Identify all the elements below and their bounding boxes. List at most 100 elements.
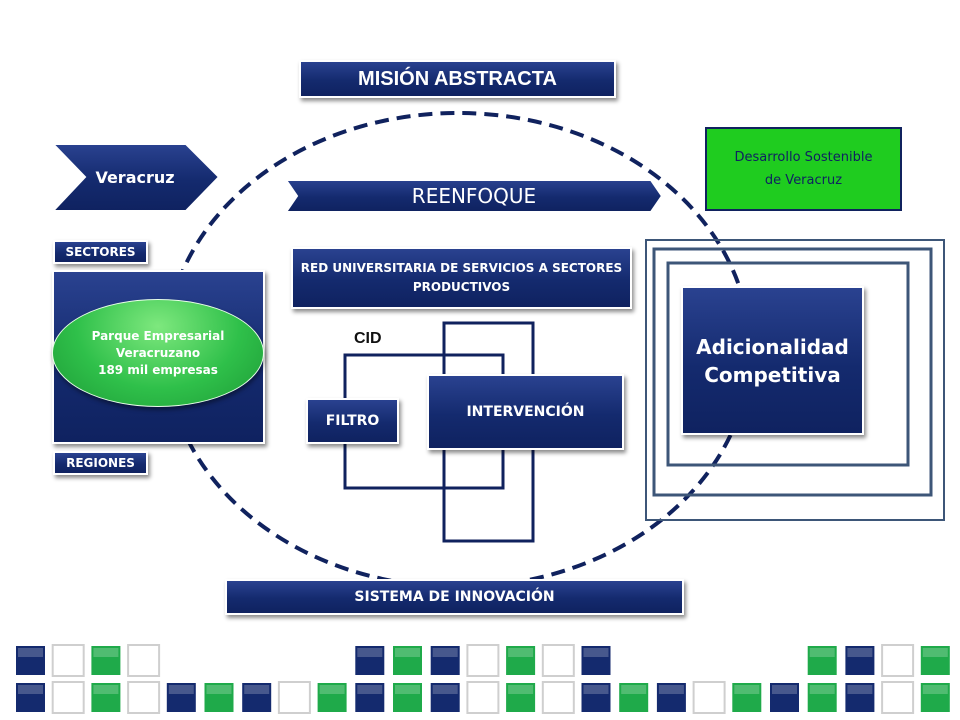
footer-tile-green <box>89 681 123 714</box>
footer-tile-white <box>466 644 500 677</box>
footer-tile-highlight <box>809 685 835 694</box>
footer-tile-navy <box>843 644 877 677</box>
footer-tile-navy <box>353 681 387 714</box>
footer-tile-highlight <box>281 685 307 694</box>
footer-tile-navy <box>164 681 198 714</box>
adicionalidad-box: Adicionalidad Competitiva <box>681 286 864 435</box>
footer-tile-white <box>881 644 915 677</box>
footer-tile-white <box>541 644 575 677</box>
desarrollo-line-1: Desarrollo Sostenible <box>734 150 873 165</box>
footer-tile-highlight <box>319 685 345 694</box>
footer-tile-highlight <box>885 648 911 657</box>
footer-tile-highlight <box>809 648 835 657</box>
sistema-innovacion-box: SISTEMA DE INNOVACIÓN <box>225 579 684 615</box>
footer-tile-green <box>918 681 952 714</box>
footer-tile-highlight <box>18 685 43 694</box>
footer-tile-highlight <box>131 648 157 657</box>
footer-tile-navy <box>428 644 462 677</box>
outer-frame <box>645 239 945 521</box>
footer-tile-highlight <box>432 648 458 657</box>
parque-line-3: 189 mil empresas <box>98 362 218 377</box>
reenfoque-label: REENFOQUE <box>411 184 537 208</box>
footer-tile-navy <box>14 644 47 677</box>
footer-tile-highlight <box>357 685 383 694</box>
footer-tile-highlight <box>55 685 81 694</box>
footer-tile-highlight <box>18 648 43 657</box>
footer-tile-green <box>918 644 952 677</box>
red-universitaria-box: RED UNIVERSITARIA DE SERVICIOS A SECTORE… <box>291 247 632 309</box>
footer-tile-highlight <box>244 685 270 694</box>
footer-tile-highlight <box>168 685 194 694</box>
footer-tile-highlight <box>508 685 534 694</box>
cid-label: CID <box>354 330 382 347</box>
footer-tile-highlight <box>545 685 571 694</box>
footer-tile-navy <box>768 681 801 714</box>
footer-tile-highlight <box>772 685 797 694</box>
footer-tile-navy <box>353 644 387 677</box>
footer-tile-highlight <box>658 685 684 694</box>
footer-tile-highlight <box>583 685 609 694</box>
footer-tile-highlight <box>847 685 873 694</box>
footer-tile-highlight <box>395 648 420 657</box>
footer-tile-highlight <box>583 648 609 657</box>
footer-tile-highlight <box>93 648 119 657</box>
footer-tile-green <box>730 681 764 714</box>
footer-tile-highlight <box>432 685 458 694</box>
red-line-1: RED UNIVERSITARIA DE SERVICIOS A SECTORE… <box>300 261 623 275</box>
footer-tile-white <box>881 681 915 714</box>
footer-tile-navy <box>843 681 877 714</box>
footer-tile-highlight <box>545 648 571 657</box>
footer-tile-green <box>89 644 123 677</box>
footer-tile-white <box>541 681 575 714</box>
footer-tile-highlight <box>206 685 232 694</box>
mision-label: MISIÓN ABSTRACTA <box>358 67 557 90</box>
filtro-box: FILTRO <box>306 398 399 444</box>
parque-line-1: Parque Empresarial <box>91 328 225 343</box>
footer-tile-highlight <box>696 685 722 694</box>
adicionalidad-line-1: Adicionalidad <box>696 334 849 359</box>
footer-tile-green <box>504 644 538 677</box>
footer-tile-white <box>466 681 500 714</box>
regiones-label: REGIONES <box>66 456 135 470</box>
footer-tile-navy <box>428 681 462 714</box>
footer-tile-white <box>127 681 161 714</box>
inner-frame <box>666 261 910 467</box>
footer-tile-green <box>805 644 839 677</box>
footer-tile-highlight <box>922 685 948 694</box>
footer-tile-green <box>202 681 236 714</box>
footer-tile-highlight <box>55 648 81 657</box>
footer-tile-white <box>127 644 161 677</box>
parque-empresarial-ellipse: Parque Empresarial Veracruzano 189 mil e… <box>52 299 264 407</box>
footer-tile-highlight <box>922 648 948 657</box>
footer-tile-highlight <box>470 648 496 657</box>
footer-tile-white <box>277 681 311 714</box>
footer-tile-highlight <box>621 685 647 694</box>
sectores-label: SECTORES <box>65 245 136 259</box>
parque-line-2: Veracruzano <box>115 345 201 360</box>
footer-tile-white <box>51 644 85 677</box>
footer-tile-green <box>315 681 349 714</box>
footer-tile-highlight <box>885 685 911 694</box>
regiones-tag: REGIONES <box>53 451 148 475</box>
footer-tile-highlight <box>470 685 496 694</box>
footer-tile-highlight <box>93 685 119 694</box>
footer-tile-highlight <box>395 685 420 694</box>
red-line-2: PRODUCTIVOS <box>412 280 511 294</box>
desarrollo-line-2: de Veracruz <box>764 173 843 188</box>
footer-tile-navy <box>579 681 613 714</box>
adicionalidad-line-2: Competitiva <box>704 362 841 387</box>
footer-tile-highlight <box>734 685 760 694</box>
footer-tile-white <box>692 681 726 714</box>
footer-tile-highlight <box>508 648 534 657</box>
filtro-label: FILTRO <box>325 413 380 429</box>
footer-tile-green <box>391 644 424 677</box>
footer-tile-highlight <box>131 685 157 694</box>
sectores-tag: SECTORES <box>53 240 148 264</box>
footer-tile-highlight <box>847 648 873 657</box>
mision-abstracta-box: MISIÓN ABSTRACTA <box>299 60 616 98</box>
footer-tile-green <box>617 681 651 714</box>
footer-tile-navy <box>579 644 613 677</box>
footer-tile-green <box>805 681 839 714</box>
intervencion-label: INTERVENCIÓN <box>466 404 585 420</box>
